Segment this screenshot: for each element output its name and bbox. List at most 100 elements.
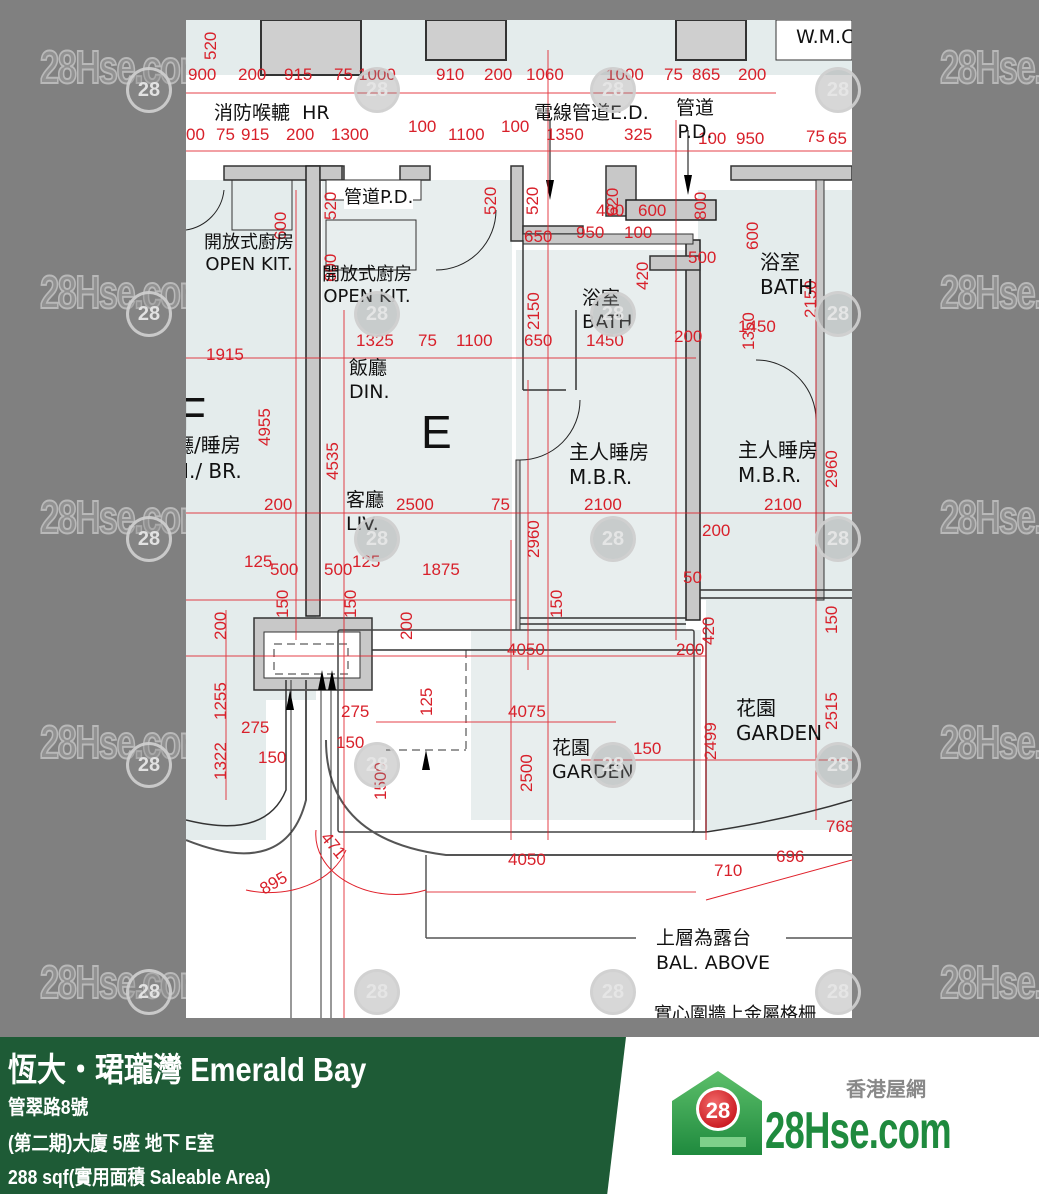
house-logo-icon: 28 [672, 1071, 762, 1155]
watermark-badge-icon: 28 [126, 969, 172, 1015]
svg-text:E: E [421, 406, 452, 458]
svg-text:2100: 2100 [584, 495, 622, 514]
svg-text:200: 200 [676, 640, 704, 659]
logo-brand-text: 28Hse.com [765, 1102, 952, 1160]
watermark-text: 28Hse.com [939, 715, 1039, 769]
room-label-en: OPEN KIT. [323, 286, 411, 307]
svg-text:150: 150 [633, 739, 661, 758]
room-label-open-kit-left: 開放式廚房 OPEN KIT. [204, 232, 294, 276]
svg-text:325: 325 [624, 125, 652, 144]
svg-text:520: 520 [481, 187, 500, 215]
room-label-en: HR [302, 102, 330, 124]
watermark-text: 28Hse.com [939, 955, 1039, 1009]
svg-text:1100: 1100 [456, 331, 493, 350]
watermark-text: 28Hse.com [939, 40, 1039, 94]
room-label-zh: 飯廳 [349, 357, 388, 379]
svg-text:200: 200 [738, 65, 766, 84]
svg-text:150: 150 [822, 606, 841, 634]
room-label-zh: 客廳 [346, 489, 385, 511]
svg-text:520: 520 [321, 192, 340, 220]
svg-text:65: 65 [828, 129, 847, 148]
watermark-text: 28Hse.com [939, 265, 1039, 319]
label-wmc: W.M.C [796, 26, 852, 48]
svg-text:1875: 1875 [422, 560, 460, 579]
watermark-text: 28Hse.com [39, 490, 211, 544]
watermark-text: 28Hse.com [39, 715, 211, 769]
logo-tagline: 香港屋網 [846, 1079, 926, 1101]
svg-text:75: 75 [418, 331, 437, 350]
listing-info-panel: 恆大・珺瓏灣 Emerald Bay 管翠路8號 (第二期)大廈 5座 地下 E… [0, 1037, 626, 1194]
room-label-en: P.D. [677, 121, 713, 143]
svg-text:420: 420 [633, 262, 652, 290]
room-label-zh: 花園 [736, 696, 776, 720]
svg-text:650: 650 [524, 227, 552, 246]
room-label-garden-2: 花園 GARDEN [736, 696, 822, 746]
room-label-en: GARDEN [552, 761, 634, 783]
room-label-zh: 管道 [344, 187, 380, 208]
svg-text:75: 75 [334, 65, 353, 84]
estate-address: 管翠路8號 [8, 1097, 89, 1119]
svg-text:1450: 1450 [738, 317, 776, 336]
watermark-badge-icon: 28 [126, 291, 172, 337]
svg-text:100: 100 [501, 117, 529, 136]
room-label-en: BATH [760, 275, 814, 299]
svg-text:4535: 4535 [323, 442, 342, 480]
room-label-living: 客廳 LIV. [346, 488, 384, 536]
svg-text:600: 600 [321, 254, 340, 282]
svg-text:2499: 2499 [701, 722, 720, 760]
svg-text:125: 125 [352, 552, 380, 571]
svg-text:00: 00 [186, 125, 205, 144]
svg-text:710: 710 [714, 861, 742, 880]
watermark-badge-icon: 28 [126, 516, 172, 562]
room-label-zh: 浴室 [760, 250, 800, 274]
room-label-en: GARDEN [736, 721, 823, 745]
svg-text:1350: 1350 [546, 125, 584, 144]
room-label-pd-2: 管道P.D. [344, 183, 414, 209]
svg-text:275: 275 [341, 702, 369, 721]
svg-text:2515: 2515 [822, 692, 841, 730]
svg-text:1255: 1255 [211, 682, 230, 720]
svg-text:620: 620 [603, 188, 622, 216]
room-label-en: LIV. [346, 513, 379, 535]
listing-footer: 恆大・珺瓏灣 Emerald Bay 管翠路8號 (第二期)大廈 5座 地下 E… [0, 1037, 1039, 1194]
svg-text:696: 696 [776, 847, 804, 866]
svg-text:895: 895 [257, 868, 291, 899]
room-label-en: E.D. [610, 102, 649, 124]
room-label-zh: 開放式廚房 [322, 264, 412, 285]
label-metal-grille: 實心圍牆上金屬格柵 [654, 1004, 816, 1018]
svg-text:1000: 1000 [358, 65, 396, 84]
svg-text:1325: 1325 [356, 331, 394, 350]
estate-title: 恆大・珺瓏灣 Emerald Bay [8, 1051, 367, 1088]
svg-text:800: 800 [691, 192, 710, 220]
svg-text:200: 200 [286, 125, 314, 144]
room-label-open-kit: 開放式廚房 OPEN KIT. [322, 264, 412, 308]
svg-text:2500: 2500 [396, 495, 434, 514]
room-label-ed: 電線管道E.D. [534, 98, 649, 125]
svg-text:520: 520 [523, 187, 542, 215]
svg-text:1100: 1100 [448, 125, 485, 144]
svg-text:1915: 1915 [206, 345, 244, 364]
svg-text:100: 100 [624, 223, 652, 242]
room-label-mbr-2: 主人睡房 M.B.R. [738, 438, 818, 488]
brand-logo[interactable]: 28 香港屋網 28Hse.com [668, 1067, 988, 1167]
svg-text:125: 125 [244, 552, 272, 571]
watermark-text: 28Hse.com [39, 265, 211, 319]
room-label-zh: 電線管道 [534, 102, 611, 124]
svg-text:2960: 2960 [524, 520, 543, 558]
svg-text:50: 50 [683, 568, 702, 587]
room-label-zh: 主人睡房 [569, 440, 649, 464]
svg-text:1500: 1500 [371, 762, 390, 800]
svg-text:1300: 1300 [331, 125, 369, 144]
room-label-zh: 開放式廚房 [204, 232, 294, 253]
svg-text:4050: 4050 [508, 850, 546, 869]
svg-text:75: 75 [806, 127, 825, 146]
room-label-dining: 飯廳 DIN. [349, 356, 390, 404]
svg-text:150: 150 [341, 590, 360, 618]
svg-text:600: 600 [743, 222, 762, 250]
svg-text:950: 950 [576, 223, 604, 242]
svg-text:500: 500 [270, 560, 298, 579]
unit-description: (第二期)大廈 5座 地下 E室 [8, 1133, 215, 1155]
room-label-neighbour-br: 廳/睡房 N./ BR. [186, 432, 242, 484]
